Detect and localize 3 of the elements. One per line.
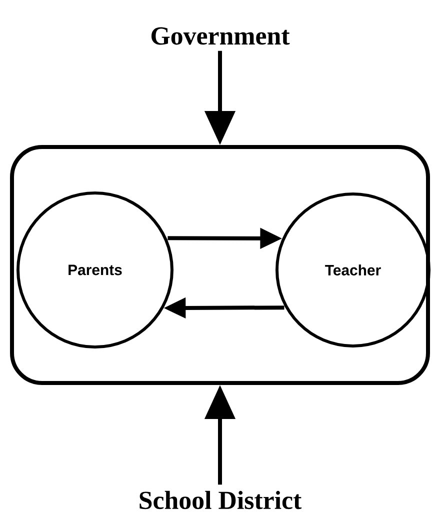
heading-text: School District [140,490,302,510]
group-box [10,145,430,385]
heading-text: Government [151,27,290,45]
